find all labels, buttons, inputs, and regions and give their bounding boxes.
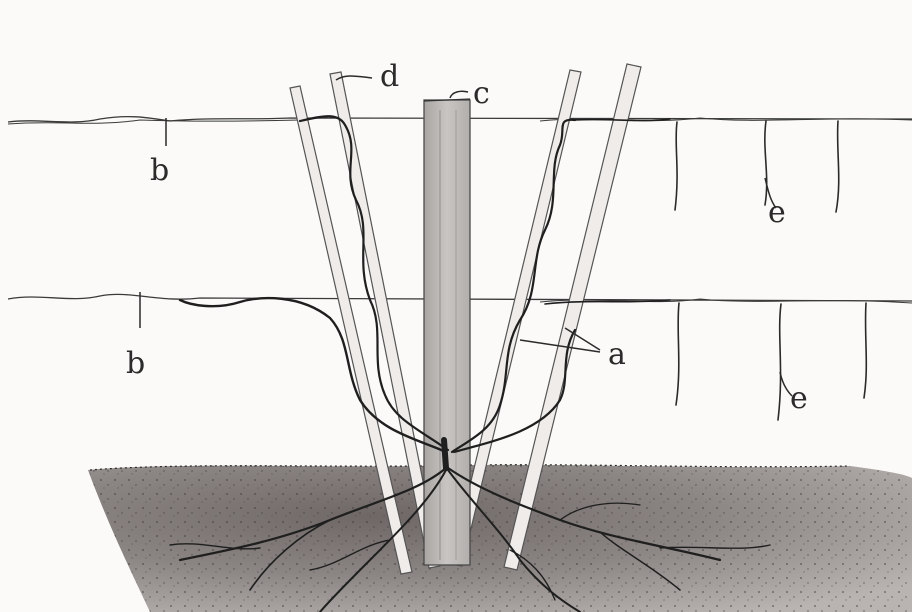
- vine-crown: [444, 440, 446, 468]
- hanging-shoots: [675, 121, 866, 420]
- label-c: c: [473, 76, 490, 111]
- label-b-lower: b: [126, 346, 145, 381]
- leader-c: [450, 91, 468, 98]
- central-post: [424, 99, 470, 565]
- label-e-upper: e: [768, 195, 786, 230]
- soil-ground: [88, 465, 912, 612]
- label-a: a: [608, 337, 626, 372]
- label-e-lower: e: [790, 381, 808, 416]
- label-b-upper: b: [150, 153, 169, 188]
- label-d: d: [380, 59, 399, 94]
